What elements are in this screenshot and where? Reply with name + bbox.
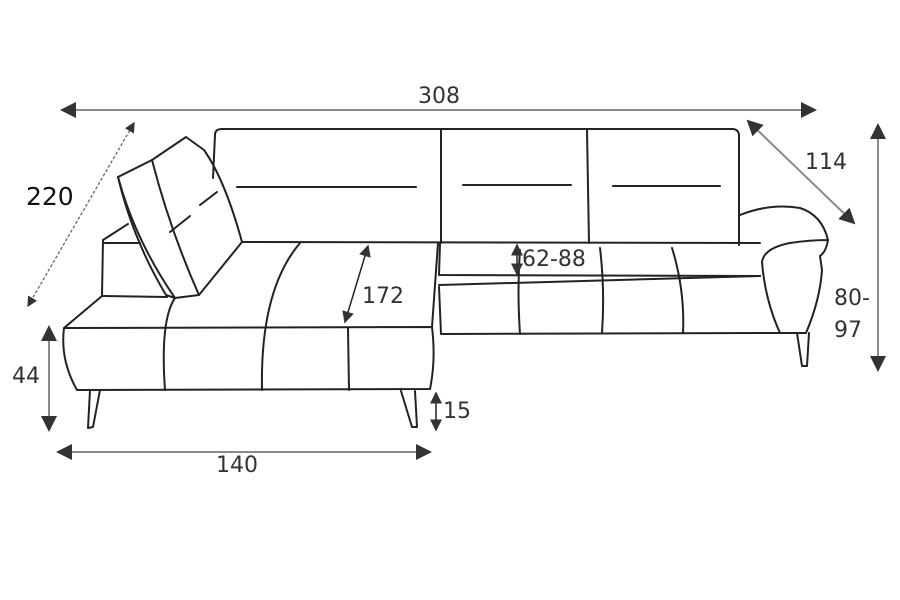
height-label-line2: 97 <box>834 318 862 343</box>
headrest-adjust-label: 62-88 <box>522 247 586 272</box>
chaise-depth-label: 220 <box>26 182 74 211</box>
height-label-line1: 80- <box>834 286 870 311</box>
total-width-label: 308 <box>418 84 460 109</box>
leg-height-label: 15 <box>443 399 471 424</box>
chaise-width-label: 140 <box>216 453 258 478</box>
sofa-outline <box>62 128 829 429</box>
chaise-length-label: 172 <box>362 284 404 309</box>
dimension-lines <box>27 102 886 460</box>
seat-height-label: 44 <box>12 364 40 389</box>
side-depth-label: 114 <box>805 150 847 175</box>
